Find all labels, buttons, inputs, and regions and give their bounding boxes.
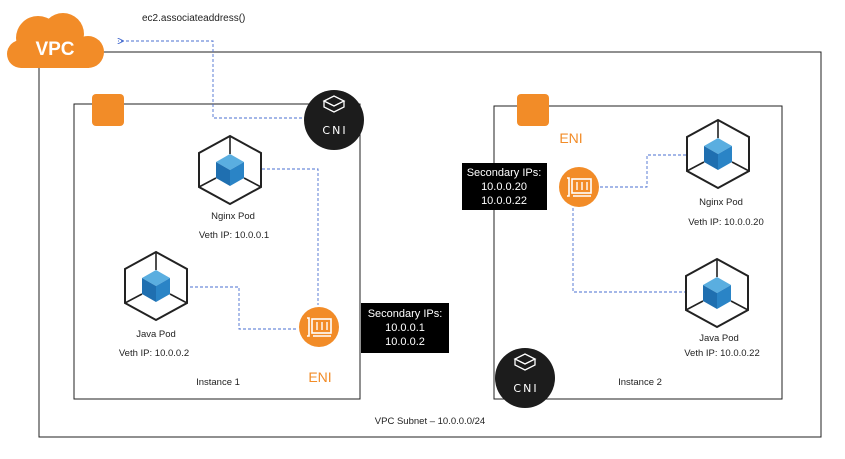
vpc-label: VPC [35, 39, 74, 60]
instance2-box [493, 105, 783, 400]
connector-eni2-to-java2 [572, 208, 686, 293]
instance2-nginx-pod: Nginx Pod Veth IP: 10.0.0.20 [686, 119, 764, 228]
instance2-java-pod-name: Java Pod [699, 333, 739, 344]
vpc-subnet-label: VPC Subnet – 10.0.0.0/24 [375, 416, 485, 427]
instance2-eni-label: ENI [559, 130, 582, 146]
instance1-cni-label: CNI [322, 124, 347, 137]
instance2-secondary-ip-1: 10.0.0.20 [481, 181, 527, 193]
instance2-java-pod-veth: Veth IP: 10.0.0.22 [684, 348, 760, 359]
instance1-eni: ENI [298, 306, 340, 385]
instance1-square-icon [92, 94, 124, 126]
instance1-eni-label: ENI [308, 369, 331, 385]
instance1-nginx-pod-veth: Veth IP: 10.0.0.1 [199, 230, 269, 241]
instance1-label: Instance 1 [196, 377, 240, 388]
cube-icon [686, 119, 750, 189]
instance1-secondary-ips: Secondary IPs: 10.0.0.1 10.0.0.2 [361, 303, 449, 353]
instance1-nginx-pod: Nginx Pod Veth IP: 10.0.0.1 [198, 135, 269, 241]
cube-icon [198, 135, 262, 205]
network-card-icon [558, 166, 600, 208]
api-call-label: ec2.associateaddress() [142, 13, 245, 24]
instance2-nginx-pod-veth: Veth IP: 10.0.0.20 [688, 217, 764, 228]
instance2-secondary-ip-2: 10.0.0.22 [481, 195, 527, 207]
network-card-icon [298, 306, 340, 348]
instance2-nginx-pod-name: Nginx Pod [699, 197, 743, 208]
instance2-java-pod: Java Pod Veth IP: 10.0.0.22 [684, 258, 760, 359]
instance2-secondary-ips-title: Secondary IPs: [467, 167, 542, 179]
connector-nginx1-to-eni1 [262, 168, 319, 305]
instance1-nginx-pod-name: Nginx Pod [211, 211, 255, 222]
connector-java1-to-eni1 [185, 286, 298, 330]
instance1-secondary-ips-title: Secondary IPs: [368, 308, 443, 320]
vpc-cloud-icon: VPC [7, 13, 104, 68]
instance1-box [73, 103, 361, 400]
instance2-eni [558, 166, 600, 208]
vpc-subnet-box [38, 51, 822, 438]
instance2-secondary-ips: Secondary IPs: 10.0.0.20 10.0.0.22 [462, 163, 547, 210]
instance2-cni-badge: CNI [495, 348, 555, 408]
connector-cni-to-vpc [118, 41, 307, 119]
instance2-cni-label: CNI [513, 382, 538, 395]
instance1-secondary-ip-2: 10.0.0.2 [385, 336, 425, 348]
connector-eni2-to-nginx2 [600, 154, 687, 188]
instance2-label: Instance 2 [618, 377, 662, 388]
instance1-java-pod: Java Pod Veth IP: 10.0.0.2 [119, 251, 189, 359]
instance1-java-pod-veth: Veth IP: 10.0.0.2 [119, 348, 189, 359]
cube-icon [124, 251, 188, 321]
instance2-square-icon [517, 94, 549, 126]
cube-icon [685, 258, 749, 328]
instance1-secondary-ip-1: 10.0.0.1 [385, 322, 425, 334]
instance1-cni-badge: CNI [304, 90, 364, 150]
instance1-java-pod-name: Java Pod [136, 329, 176, 340]
